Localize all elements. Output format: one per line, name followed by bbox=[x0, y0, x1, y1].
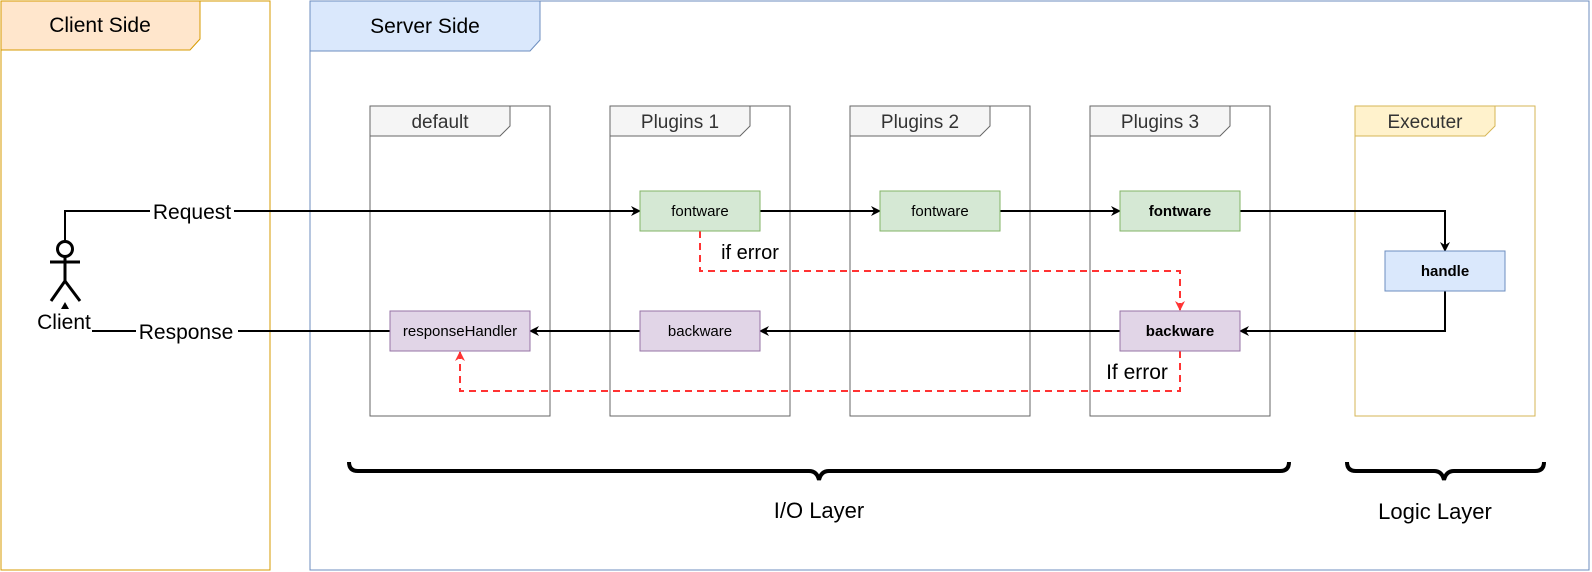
group-plugins-2: Plugins 2 bbox=[849, 105, 1031, 417]
node-handle: handle bbox=[1384, 250, 1506, 292]
request-edges bbox=[64, 206, 1450, 252]
node-response-handler-label: responseHandler bbox=[403, 323, 517, 340]
group-executer-title: Executer bbox=[1388, 112, 1464, 133]
group-plugins-3: Plugins 3 bbox=[1089, 105, 1271, 417]
error-edges bbox=[455, 231, 1185, 392]
node-plugins-1-fontware-label: fontware bbox=[671, 203, 729, 220]
node-plugins-2-fontware: fontware bbox=[879, 190, 1001, 232]
node-plugins-3-fontware-label: fontware bbox=[1149, 203, 1212, 220]
logic-layer-label: Logic Layer bbox=[1378, 499, 1492, 524]
node-plugins-1-backware: backware bbox=[639, 310, 761, 352]
client-side-frame: Client Side bbox=[0, 0, 271, 571]
group-default-title: default bbox=[411, 112, 469, 133]
server-side-frame: Server Side bbox=[309, 0, 1590, 571]
if-error-back-label: If error bbox=[1106, 361, 1168, 384]
group-plugins-1-title: Plugins 1 bbox=[641, 112, 719, 133]
node-plugins-1-backware-label: backware bbox=[668, 323, 732, 340]
node-plugins-3-backware: backware bbox=[1119, 310, 1241, 352]
node-plugins-2-fontware-label: fontware bbox=[911, 203, 969, 220]
group-plugins-2-title: Plugins 2 bbox=[881, 112, 959, 133]
node-plugins-3-backware-label: backware bbox=[1146, 323, 1214, 340]
request-label: Request bbox=[153, 201, 231, 224]
node-plugins-1-fontware: fontware bbox=[639, 190, 761, 232]
io-layer-label: I/O Layer bbox=[774, 498, 864, 523]
client-actor-icon bbox=[49, 240, 82, 309]
logic-layer-brace bbox=[1345, 461, 1546, 481]
response-label: Response bbox=[139, 321, 234, 344]
io-layer-brace bbox=[347, 461, 1291, 481]
group-executer: Executer bbox=[1354, 105, 1536, 417]
node-response-handler: responseHandler bbox=[389, 310, 531, 352]
client-side-title: Client Side bbox=[49, 14, 151, 37]
node-plugins-3-fontware: fontware bbox=[1119, 190, 1241, 232]
group-plugins-1: Plugins 1 bbox=[609, 105, 791, 417]
group-plugins-3-title: Plugins 3 bbox=[1121, 112, 1199, 133]
server-side-title: Server Side bbox=[370, 15, 480, 38]
client-actor-label: Client bbox=[37, 311, 91, 334]
group-default: default bbox=[369, 105, 551, 417]
if-error-front-label: if error bbox=[721, 242, 779, 264]
node-handle-label: handle bbox=[1421, 263, 1469, 280]
